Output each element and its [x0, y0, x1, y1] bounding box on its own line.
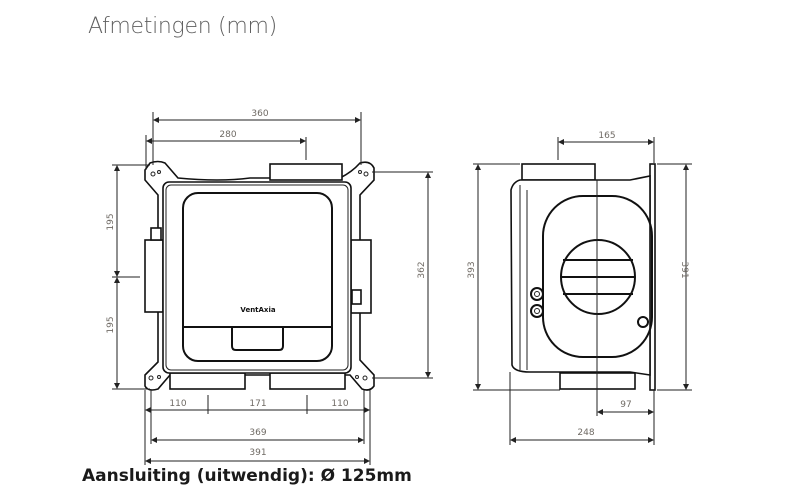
side-top-spigot: [521, 163, 596, 181]
bottom-spigot-right: [269, 372, 346, 390]
dim-369: 369: [249, 428, 266, 438]
panel-tab: [231, 327, 284, 351]
dim-391-side: 391: [679, 261, 689, 278]
front-panel: [182, 192, 333, 362]
left-spigot: [144, 239, 164, 313]
dim-362: 362: [417, 261, 427, 278]
dim-97: 97: [620, 400, 631, 410]
dim-393: 393: [467, 261, 477, 278]
dim-110-left: 110: [169, 399, 186, 409]
dim-165: 165: [598, 131, 615, 141]
dim-195-lower: 195: [106, 316, 116, 333]
front-view: VentAxia: [144, 160, 375, 391]
side-view: [510, 163, 656, 416]
connection-caption: Aansluiting (uitwendig): Ø 125mm: [82, 466, 412, 486]
dim-110-right: 110: [331, 399, 348, 409]
unit-body: [162, 181, 352, 374]
dim-248: 248: [577, 428, 594, 438]
side-body: [510, 175, 651, 376]
front-dimensions: 360 280 195 195 362 110 171 110 369 391: [106, 109, 433, 465]
page-title: Afmetingen (mm): [88, 14, 277, 39]
top-spigot: [269, 163, 343, 181]
dim-391: 391: [249, 448, 266, 458]
side-dimensions: 165 393 391 97 248: [467, 131, 692, 445]
dim-360: 360: [251, 109, 268, 119]
dim-280: 280: [219, 130, 236, 140]
dim-195-upper: 195: [106, 213, 116, 230]
bottom-spigot-left: [169, 372, 246, 390]
brand-logo: VentAxia: [240, 306, 275, 314]
dim-171: 171: [249, 399, 266, 409]
